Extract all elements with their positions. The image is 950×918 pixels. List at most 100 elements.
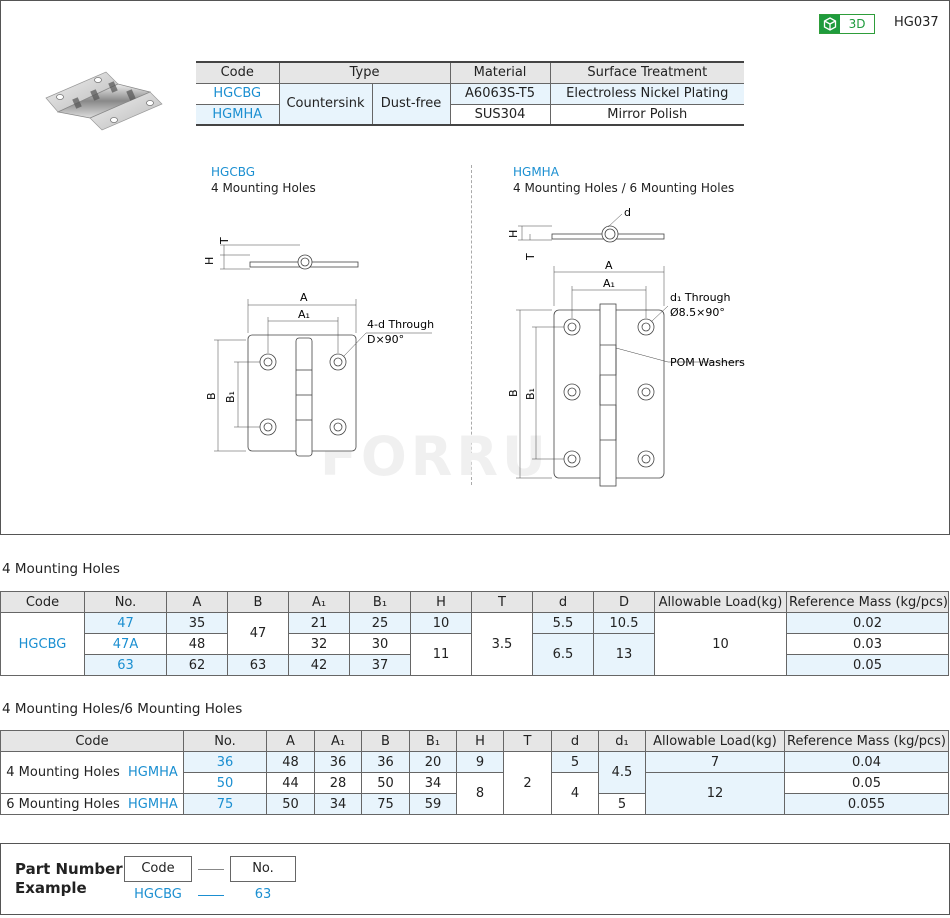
cell-A1: 36 [314, 751, 362, 773]
spec-row: HGCBG Countersink Dust-free A6063S-T5 El… [196, 82, 745, 126]
dim-A1: A₁ [603, 277, 615, 290]
drawing-left-subtitle: 4 Mounting Holes [211, 181, 316, 195]
no-link[interactable]: 47A [84, 633, 167, 655]
header-B: B [227, 591, 289, 613]
header-no: No. [84, 591, 167, 613]
cell-mass: 0.05 [784, 772, 949, 794]
part-number-title-line1: Part Number [15, 860, 123, 878]
no-link[interactable]: 63 [84, 654, 167, 676]
header-surface-treatment: Surface Treatment [549, 61, 745, 84]
cell-B: 47 [227, 612, 289, 655]
header-H: H [410, 591, 472, 613]
header-H: H [456, 730, 504, 752]
drawing-right-code: HGMHA [513, 165, 559, 179]
code-prefix: 6 Mounting Holes [6, 796, 120, 812]
spec-header-row: Code Type Material Surface Treatment [196, 61, 745, 84]
section2-title: 4 Mounting Holes/6 Mounting Holes [2, 701, 243, 717]
code-link-hgmha[interactable]: HGMHA [196, 103, 280, 126]
dim-B: B [205, 392, 218, 400]
header-material: Material [449, 61, 551, 84]
dim-B1: B₁ [224, 391, 237, 403]
cell-A1: 32 [288, 633, 350, 655]
callout-countersink: D×90° [367, 333, 404, 346]
callout-pom-washers: POM Washers [670, 356, 745, 369]
spec-row: HGMHA SUS304 Mirror Polish [196, 103, 745, 126]
table-header-row: Code No. A A₁ B B₁ H T d d₁ Allowable Lo… [0, 730, 949, 752]
cell-H: 9 [456, 751, 504, 773]
section1-title: 4 Mounting Holes [2, 561, 120, 577]
table-row: 63 62 63 42 37 0.05 [1, 654, 949, 676]
pn-no-value: 63 [254, 887, 272, 902]
drawing-right-subtitle: 4 Mounting Holes / 6 Mounting Holes [513, 181, 735, 195]
hgmha-spec-table: Code No. A A₁ B B₁ H T d d₁ Allowable Lo… [0, 730, 949, 815]
cell-B: 63 [227, 654, 289, 676]
code-prefix: 4 Mounting Holes [6, 765, 120, 780]
cell-d: 6.5 [532, 633, 594, 676]
pn-no-box: No. [230, 856, 296, 882]
no-link[interactable]: 75 [183, 793, 267, 815]
dim-T: T [218, 237, 231, 245]
part-number-example: Part Number Example Code No. HGCBG 63 [0, 843, 950, 915]
watermark: FORRUN [320, 425, 599, 488]
no-link[interactable]: 47 [84, 612, 167, 634]
cell-load: 12 [645, 772, 785, 815]
type-countersink: Countersink [278, 82, 373, 126]
dim-A1: A₁ [298, 308, 310, 321]
dim-A: A [300, 291, 308, 304]
cell-A: 35 [166, 612, 228, 634]
pn-code-box: Code [124, 856, 192, 882]
header-d1: d₁ [598, 730, 646, 752]
cell-d1: 5 [598, 793, 646, 815]
part-number-title: Part Number Example [15, 860, 123, 898]
cell-B1: 25 [349, 612, 411, 634]
pn-value-separator [198, 895, 224, 896]
code-link-hgcbg[interactable]: HGCBG [196, 82, 280, 105]
header-B1: B₁ [349, 591, 411, 613]
header-reference-mass: Reference Mass (kg/pcs) [786, 591, 949, 613]
header-reference-mass: Reference Mass (kg/pcs) [784, 730, 949, 752]
table-header-row: Code No. A B A₁ B₁ H T d D Allowable Loa… [0, 591, 949, 613]
header-code: Code [0, 730, 184, 752]
drawing-divider [471, 165, 472, 485]
header-d: d [551, 730, 599, 752]
cell-mass: 0.03 [786, 633, 949, 655]
header-T: T [471, 591, 533, 613]
code-link[interactable]: HGMHA [128, 796, 178, 812]
header-d: d [532, 591, 594, 613]
cell-B1: 30 [349, 633, 411, 655]
cell-load: 7 [645, 751, 785, 773]
cell-B1: 59 [409, 793, 457, 815]
dim-d: d [624, 206, 631, 219]
cell-load: 10 [654, 612, 787, 676]
dim-B1: B₁ [524, 388, 537, 400]
cell-B: 36 [361, 751, 410, 773]
page-code: HG037 [894, 15, 939, 30]
material-cell: A6063S-T5 [449, 82, 551, 105]
header-type: Type [278, 61, 451, 84]
header-A: A [266, 730, 315, 752]
no-link[interactable]: 50 [183, 772, 267, 794]
hgcbg-spec-table: Code No. A B A₁ B₁ H T d D Allowable Loa… [0, 591, 949, 676]
cell-d: 5.5 [532, 612, 594, 634]
cell-A1: 42 [288, 654, 350, 676]
cell-D: 13 [593, 633, 655, 676]
cell-H: 11 [410, 633, 472, 676]
cell-mass: 0.05 [786, 654, 949, 676]
table-row: HGCBG 47 35 47 21 25 10 3.5 5.5 10.5 10 … [0, 612, 949, 676]
cell-mass: 0.02 [786, 612, 949, 634]
cube-icon [820, 15, 840, 33]
header-B1: B₁ [409, 730, 457, 752]
cell-B1: 37 [349, 654, 411, 676]
code-link[interactable]: HGCBG [0, 612, 85, 676]
no-link[interactable]: 36 [183, 751, 267, 773]
header-no: No. [183, 730, 267, 752]
header-code: Code [196, 61, 280, 84]
code-link[interactable]: HGMHA [128, 765, 178, 780]
3d-model-button[interactable]: 3D [819, 14, 875, 34]
header-T: T [503, 730, 552, 752]
cell-B1: 34 [409, 772, 457, 794]
cell-T: 2 [503, 751, 552, 815]
dim-H: H [203, 257, 216, 265]
header-A1: A₁ [288, 591, 350, 613]
cell-A: 44 [266, 772, 315, 794]
